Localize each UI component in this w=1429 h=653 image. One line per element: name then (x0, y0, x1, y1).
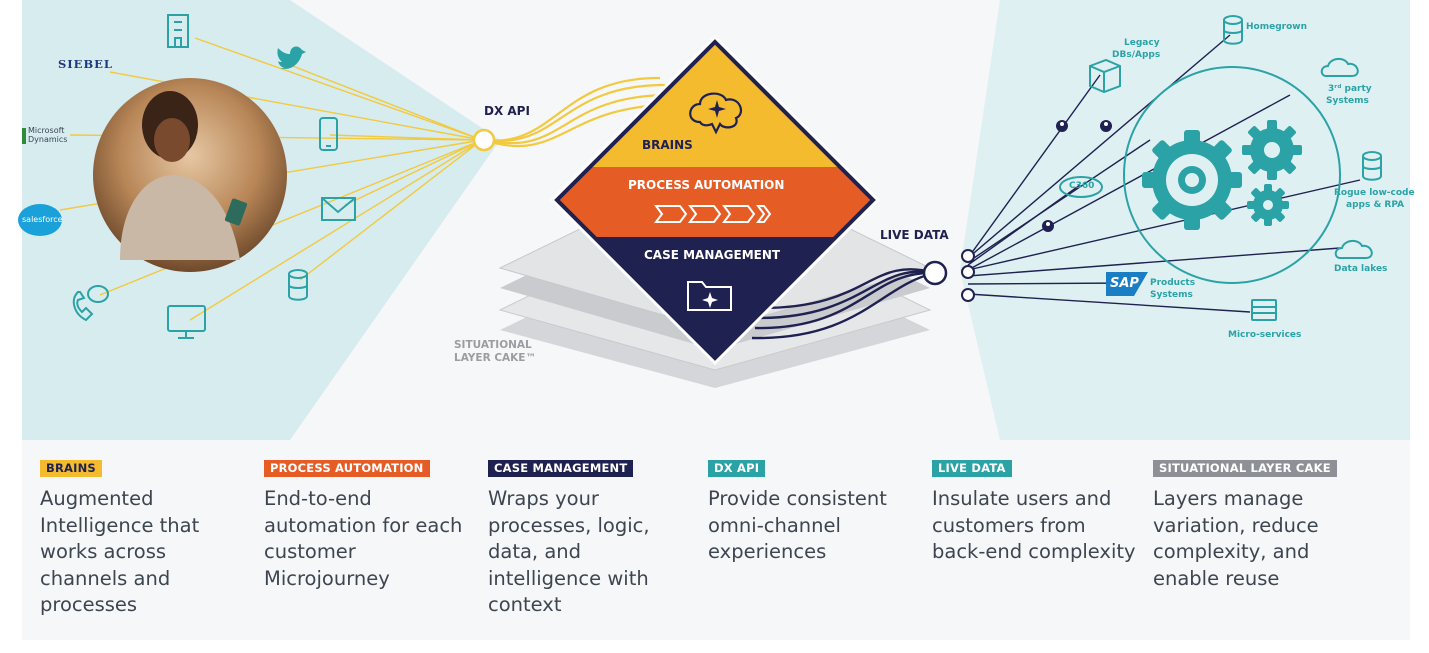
live-data-branches (961, 249, 975, 302)
legend-tag-situational-layer-cake: SITUATIONAL LAYER CAKE (1153, 460, 1337, 477)
gears-graphic (1123, 66, 1341, 284)
live-data-connector (751, 268, 936, 340)
process-automation-layer (557, 167, 873, 237)
c360-label: C360 (1069, 181, 1095, 191)
live-data-label: LIVE DATA (880, 228, 949, 242)
data-lakes-label: Data lakes (1334, 264, 1388, 274)
homegrown-database-icon (1223, 15, 1243, 45)
salesforce-logo-text: salesforce (22, 215, 63, 224)
process-automation-label: PROCESS AUTOMATION (628, 178, 785, 192)
dx-api-connector (483, 76, 673, 148)
cloud-icon (1320, 58, 1359, 77)
mobile-icon (319, 117, 338, 151)
case-management-label: CASE MANAGEMENT (644, 248, 781, 262)
dx-api-label: DX API (484, 104, 530, 118)
legacy-label-line1: Legacy (1124, 38, 1160, 48)
legend-tag-live-data: LIVE DATA (932, 460, 1012, 477)
chevrons-icon (654, 205, 772, 223)
server-icon (1251, 299, 1277, 321)
chat-phone-icon (72, 285, 109, 322)
legend-text-live-data: Insulate users and customers from back-e… (932, 487, 1136, 563)
legend-tag-brains: BRAINS (40, 460, 102, 477)
legend-tag-process-automation: PROCESS AUTOMATION (264, 460, 430, 477)
monitor-icon (167, 305, 206, 339)
rogue-database-icon (1362, 151, 1382, 181)
line-connector-dots (1046, 122, 1108, 226)
homegrown-label: Homegrown (1246, 22, 1307, 32)
layer-cake-label-line1: SITUATIONAL (454, 339, 532, 351)
salesforce-logo (18, 204, 62, 236)
products-label-line2: Systems (1150, 290, 1193, 300)
folder-icon (687, 281, 732, 311)
live-data-node (922, 260, 948, 286)
data-lake-cloud-icon (1334, 240, 1373, 259)
customer-photo (93, 78, 287, 272)
database-icon (288, 269, 308, 301)
micro-services-label: Micro-services (1228, 330, 1302, 340)
building-icon (167, 14, 189, 48)
legend-text-case-management: Wraps your processes, logic, data, and i… (488, 487, 650, 616)
layer-cake-label-line2: LAYER CAKE™ (454, 352, 536, 364)
sap-logo (1106, 272, 1148, 296)
brains-label: BRAINS (642, 138, 693, 152)
brain-icon (689, 92, 743, 135)
microsoft-logo (22, 128, 26, 144)
third-party-label-line2: Systems (1326, 96, 1369, 106)
legacy-label-line2: DBs/Apps (1112, 50, 1161, 60)
legend-tag-dx-api: DX API (708, 460, 766, 477)
sap-logo-text: SAP (1110, 276, 1139, 291)
products-label-line1: Products (1150, 278, 1196, 288)
legacy-box-icon (1089, 58, 1121, 94)
legend-text-brains: Augmented Intelligence that works across… (40, 487, 200, 616)
rogue-label-line2: apps & RPA (1346, 200, 1405, 210)
c360-icon (1059, 176, 1103, 198)
microsoft-dynamics-logo: Microsoft Dynamics (28, 126, 68, 144)
twitter-icon (277, 46, 306, 69)
dx-api-node (472, 128, 496, 152)
siebel-logo: SIEBEL (58, 57, 114, 71)
legend-text-dx-api: Provide consistent omni-channel experien… (708, 487, 887, 563)
legend-tag-case-management: CASE MANAGEMENT (488, 460, 634, 477)
legend-text-situational-layer-cake: Layers manage variation, reduce complexi… (1153, 487, 1319, 590)
legend-text-process-automation: End-to-end automation for each customer … (264, 487, 463, 590)
email-icon (321, 197, 356, 221)
system-lines (967, 34, 1361, 313)
rogue-label-line1: Rogue low-code (1334, 188, 1415, 198)
third-party-label-line1: 3ʳᵈ party (1328, 84, 1372, 94)
